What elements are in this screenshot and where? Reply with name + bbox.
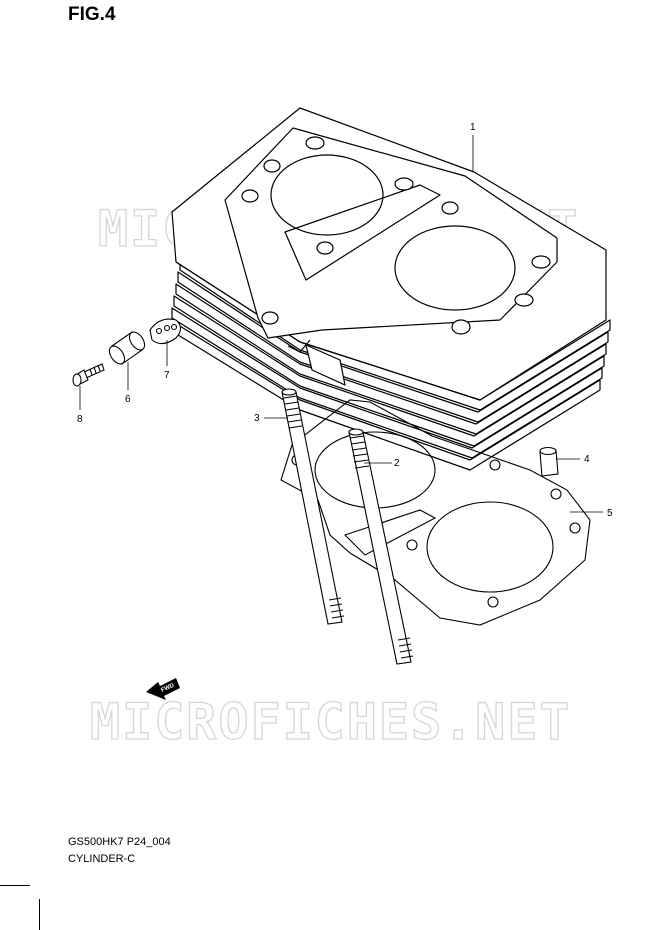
- callout-1: 1: [470, 122, 476, 133]
- callout-8: 8: [77, 414, 83, 425]
- stud-short: [348, 428, 414, 665]
- corner-mark-horizontal: [0, 885, 30, 886]
- leader-lines: [79, 135, 603, 513]
- figure-title: FIG.4: [68, 4, 116, 25]
- stud-long: [281, 388, 345, 625]
- diagram-code: GS500HK7 P24_004: [68, 836, 171, 848]
- cylinder-block: [169, 107, 611, 471]
- small-gasket: [149, 318, 182, 345]
- bolt: [72, 363, 105, 387]
- callout-3: 3: [254, 413, 260, 424]
- diagram-subtitle: CYLINDER-C: [68, 853, 136, 865]
- base-gasket: [280, 399, 591, 626]
- sleeve: [108, 331, 146, 365]
- callout-4: 4: [584, 454, 590, 465]
- fwd-label: FWD: [160, 683, 176, 694]
- watermark-bottom: MICROFICHES.NET: [90, 693, 572, 751]
- dowel-pin: [539, 446, 559, 477]
- fwd-arrow-icon: FWD: [146, 678, 180, 700]
- callout-2: 2: [394, 458, 400, 469]
- corner-mark-vertical: [39, 899, 40, 930]
- callout-7: 7: [164, 370, 170, 381]
- callout-5: 5: [607, 508, 613, 519]
- callout-6: 6: [125, 394, 131, 405]
